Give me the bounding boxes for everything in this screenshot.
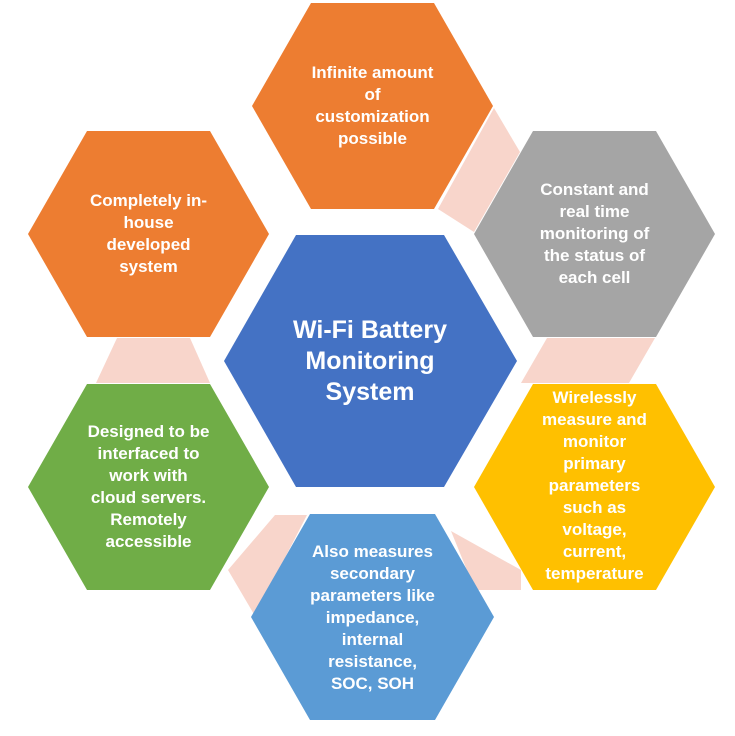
connector-cloud-inhouse <box>96 338 210 383</box>
node-in-house-label: Completely in- house developed system <box>89 191 208 276</box>
hexagon-customization <box>252 3 493 209</box>
hexagon-in-house <box>28 131 269 337</box>
center-label: Wi-Fi Battery Monitoring System <box>293 315 447 406</box>
node-secondary-label: Also measures secondary parameters like … <box>310 542 435 693</box>
node-customization-label: Infinite amount of customization possibl… <box>311 63 434 148</box>
hexagon-real-time <box>474 131 715 337</box>
connector-wireless-secondary <box>451 531 521 590</box>
hexagon-cloud <box>28 384 269 590</box>
connector-secondary-cloud <box>228 515 307 616</box>
hexagon-secondary <box>251 514 494 720</box>
hexagon-center <box>224 235 517 487</box>
node-cloud-label: Designed to be interfaced to work with c… <box>87 422 210 551</box>
connector-customization-realtime <box>438 108 520 232</box>
node-real-time-label: Constant and real time monitoring of the… <box>539 180 650 287</box>
connector-realtime-wireless <box>521 338 655 383</box>
node-wireless-label: Wirelessly measure and monitor primary p… <box>542 388 647 583</box>
hexagon-wireless <box>474 384 715 590</box>
